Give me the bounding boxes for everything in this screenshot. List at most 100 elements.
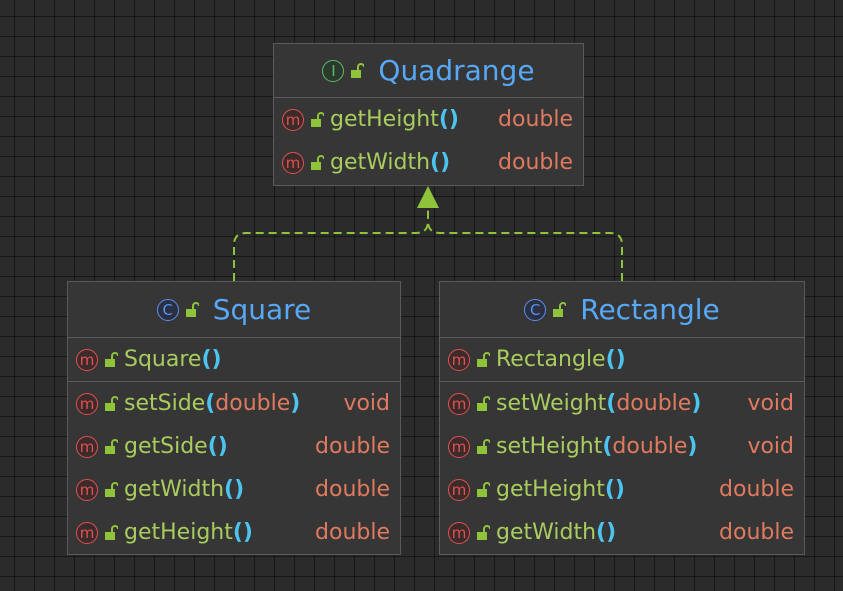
return-type: void: [343, 391, 390, 416]
edge-rectangle-to-quadrange: [427, 208, 623, 281]
return-type: double: [498, 150, 573, 175]
method-name: getHeight: [330, 107, 439, 132]
method-row[interactable]: m setWeight(double) void: [440, 382, 804, 425]
param-type: double: [215, 391, 291, 416]
paren-open: (: [201, 347, 212, 372]
node-title: Square: [212, 293, 312, 326]
method-name: getWidth: [124, 477, 225, 502]
interface-quadrange[interactable]: I Quadrange m getHeight() double m getWi…: [273, 43, 584, 186]
node-title: Quadrange: [378, 54, 535, 87]
class-rectangle[interactable]: C Rectangle m Rectangle() m setWeight(do…: [439, 281, 805, 555]
return-type: double: [498, 107, 573, 132]
method-name: Square: [124, 347, 202, 372]
class-square[interactable]: C Square m Square() m setSide(double) vo…: [67, 281, 401, 555]
param-type: double: [616, 391, 692, 416]
unlocked-icon: [105, 481, 118, 497]
method-icon: m: [76, 478, 98, 501]
interface-icon: I: [322, 59, 345, 82]
methods-section: m setWeight(double) void m setHeight(dou…: [440, 382, 804, 554]
paren-close: ): [440, 150, 451, 175]
unlocked-icon: [477, 351, 490, 367]
constructor-row[interactable]: m Rectangle(): [440, 338, 804, 381]
class-icon: C: [524, 298, 547, 321]
method-name: getSide: [124, 434, 208, 459]
return-type: double: [315, 434, 390, 459]
method-name: getHeight: [496, 477, 605, 502]
paren-open: (: [606, 391, 617, 416]
method-icon: m: [282, 108, 304, 131]
paren-open: (: [602, 434, 613, 459]
unlocked-icon: [477, 481, 490, 497]
paren-close: ): [448, 107, 459, 132]
paren-open: (: [430, 150, 441, 175]
unlocked-icon: [105, 524, 118, 540]
paren-close: ): [691, 391, 702, 416]
node-title: Rectangle: [580, 293, 720, 326]
method-row[interactable]: m setSide(double) void: [68, 382, 400, 425]
node-header: C Rectangle: [440, 282, 804, 338]
class-icon: C: [156, 298, 179, 321]
unlocked-icon: [351, 62, 365, 78]
paren-close: ): [687, 434, 698, 459]
methods-section: m getHeight() double m getWidth() double: [274, 98, 583, 184]
return-type: double: [719, 477, 794, 502]
method-icon: m: [76, 435, 98, 458]
node-header: C Square: [68, 282, 400, 338]
methods-section: m setSide(double) void m getSide() doubl…: [68, 382, 400, 554]
method-row[interactable]: m getHeight() double: [68, 511, 400, 554]
return-type: double: [719, 520, 794, 545]
method-icon: m: [282, 151, 304, 174]
method-name: getHeight: [124, 520, 233, 545]
unlocked-icon: [105, 395, 118, 411]
return-type: void: [747, 434, 794, 459]
unlocked-icon: [477, 395, 490, 411]
arrowhead-icon: [417, 186, 439, 208]
return-type: void: [747, 391, 794, 416]
method-name: setHeight: [496, 434, 603, 459]
unlocked-icon: [477, 524, 490, 540]
unlocked-icon: [477, 438, 490, 454]
method-row[interactable]: m getHeight() double: [440, 468, 804, 511]
paren-open: (: [232, 520, 243, 545]
paren-close: ): [614, 477, 625, 502]
method-row[interactable]: m getWidth() double: [68, 468, 400, 511]
method-name: Rectangle: [496, 347, 606, 372]
unlocked-icon: [105, 438, 118, 454]
return-type: double: [315, 520, 390, 545]
paren-close: ): [606, 520, 617, 545]
method-row[interactable]: m setHeight(double) void: [440, 425, 804, 468]
method-icon: m: [448, 348, 470, 371]
method-icon: m: [76, 392, 98, 415]
constructors-section: m Rectangle(): [440, 338, 804, 382]
paren-open: (: [604, 477, 615, 502]
unlocked-icon: [105, 351, 118, 367]
paren-open: (: [438, 107, 449, 132]
node-header: I Quadrange: [274, 44, 583, 98]
edge-square-to-quadrange: [233, 208, 429, 281]
constructor-row[interactable]: m Square(): [68, 338, 400, 381]
unlocked-icon: [553, 301, 567, 317]
paren-open: (: [596, 520, 607, 545]
method-row[interactable]: m getWidth() double: [274, 141, 583, 184]
paren-close: ): [242, 520, 253, 545]
method-row[interactable]: m getSide() double: [68, 425, 400, 468]
paren-open: (: [207, 434, 218, 459]
constructors-section: m Square(): [68, 338, 400, 382]
method-icon: m: [448, 521, 470, 544]
method-name: getWidth: [330, 150, 431, 175]
paren-open: (: [205, 391, 216, 416]
paren-close: ): [211, 347, 222, 372]
unlocked-icon: [311, 111, 324, 127]
method-icon: m: [76, 521, 98, 544]
method-icon: m: [448, 392, 470, 415]
method-row[interactable]: m getHeight() double: [274, 98, 583, 141]
unlocked-icon: [311, 154, 324, 170]
paren-open: (: [605, 347, 616, 372]
unlocked-icon: [185, 301, 199, 317]
paren-open: (: [224, 477, 235, 502]
method-row[interactable]: m getWidth() double: [440, 511, 804, 554]
method-icon: m: [76, 348, 98, 371]
method-icon: m: [448, 478, 470, 501]
method-name: getWidth: [496, 520, 597, 545]
